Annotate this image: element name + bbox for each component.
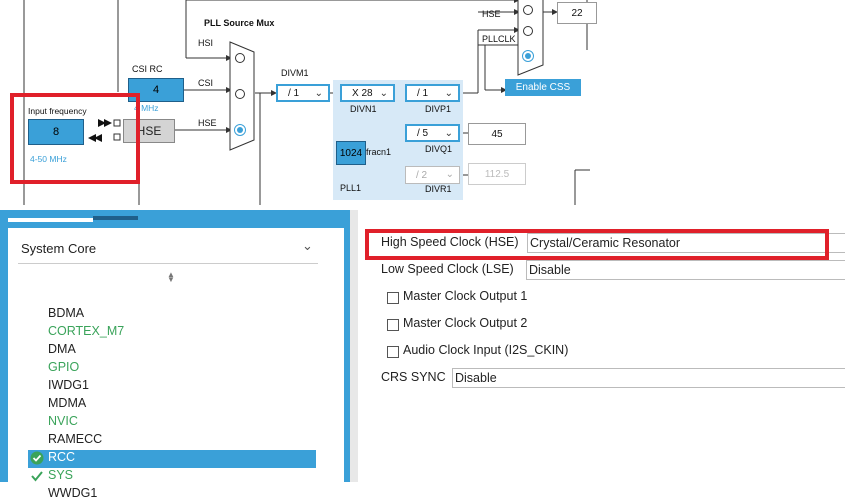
crs-sync-select[interactable]: Disable bbox=[452, 368, 845, 388]
chevron-down-icon: ⌄ bbox=[314, 88, 323, 99]
csi-mhz-label: 4 MHz bbox=[134, 103, 159, 113]
highlight-frame-hse bbox=[365, 229, 829, 260]
pll-source-mux-label: PLL Source Mux bbox=[204, 18, 275, 28]
scrollbar-track[interactable] bbox=[336, 228, 344, 482]
peripheral-item-ramecc[interactable]: RAMECC bbox=[48, 432, 103, 446]
divn1-value: X 28 bbox=[352, 87, 373, 99]
divq1-select[interactable]: / 5 ⌄ bbox=[405, 124, 460, 142]
input-frequency-label: Input frequency bbox=[28, 106, 87, 116]
panel-tab-marker bbox=[93, 216, 138, 220]
mco1-checkbox[interactable] bbox=[387, 292, 399, 304]
sysclk-mux-pllclk-label: PLLCLK bbox=[482, 34, 516, 44]
divq1-label: DIVQ1 bbox=[425, 144, 453, 154]
rcc-mode-panel: High Speed Clock (HSE) Crystal/Ceramic R… bbox=[358, 210, 845, 482]
divr1-select[interactable]: / 2 ⌄ bbox=[405, 166, 460, 184]
clock-configuration-diagram: HSE PLLCLK 22 Enable CSS PLL Source Mux … bbox=[0, 0, 845, 210]
i2s-ckin-label: Audio Clock Input (I2S_CKIN) bbox=[403, 343, 569, 357]
category-title: System Core bbox=[21, 241, 97, 256]
category-divider bbox=[18, 263, 318, 264]
peripheral-item-gpio[interactable]: GPIO bbox=[48, 360, 80, 374]
divr1-output: 112.5 bbox=[468, 163, 526, 185]
chevron-down-icon: ⌄ bbox=[444, 88, 453, 99]
fracn1-label: fracn1 bbox=[366, 147, 392, 157]
peripheral-item-mdma[interactable]: MDMA bbox=[48, 396, 87, 410]
enable-css-button[interactable]: Enable CSS bbox=[505, 79, 581, 96]
chevron-down-icon: ⌄ bbox=[445, 169, 454, 180]
sysclk-mux-hse-label: HSE bbox=[482, 9, 501, 19]
peripheral-item-rcc[interactable]: RCC bbox=[48, 450, 76, 464]
pll1-label: PLL1 bbox=[340, 183, 362, 193]
divm1-label: DIVM1 bbox=[281, 68, 309, 78]
highlight-frame-input-frequency bbox=[10, 93, 140, 184]
sort-icon[interactable]: ▲▼ bbox=[167, 270, 175, 284]
peripheral-item-sys[interactable]: SYS bbox=[48, 468, 74, 482]
hse-mode-label: High Speed Clock (HSE) bbox=[381, 235, 519, 249]
mco2-checkbox[interactable] bbox=[387, 319, 399, 331]
peripheral-item-bdma[interactable]: BDMA bbox=[48, 306, 85, 320]
divq1-output: 45 bbox=[468, 123, 526, 145]
check-icon bbox=[30, 469, 44, 483]
lse-mode-select[interactable]: Disable bbox=[526, 260, 845, 280]
hse-mode-select[interactable]: Crystal/Ceramic Resonator bbox=[527, 233, 845, 253]
peripheral-item-wwdg1[interactable]: WWDG1 bbox=[48, 486, 98, 500]
peripheral-item-cortex_m7[interactable]: CORTEX_M7 bbox=[48, 324, 125, 338]
crs-sync-label: CRS SYNC bbox=[381, 370, 446, 384]
divm1-select[interactable]: / 1 ⌄ bbox=[276, 84, 330, 102]
selected-row-highlight bbox=[28, 450, 316, 468]
sysclk-value: 22 bbox=[557, 2, 597, 24]
i2s-ckin-checkbox[interactable] bbox=[387, 346, 399, 358]
csi-rc-label: CSI RC bbox=[132, 64, 163, 74]
chevron-down-icon: ⌄ bbox=[444, 128, 453, 139]
divr1-label: DIVR1 bbox=[425, 184, 452, 194]
csi-label: CSI bbox=[198, 78, 214, 88]
panel-tab-notch bbox=[8, 218, 93, 222]
chevron-down-icon: ⌄ bbox=[379, 88, 388, 99]
peripheral-item-dma[interactable]: DMA bbox=[48, 342, 76, 356]
diagram-wires bbox=[23, 0, 590, 205]
divp1-label: DIVP1 bbox=[425, 104, 452, 114]
input-frequency-field[interactable]: 8 bbox=[28, 119, 84, 145]
divp1-value: / 1 bbox=[417, 87, 429, 99]
mco1-label: Master Clock Output 1 bbox=[403, 289, 528, 303]
peripheral-item-nvic[interactable]: NVIC bbox=[48, 414, 78, 428]
peripheral-item-iwdg1[interactable]: IWDG1 bbox=[48, 378, 89, 392]
divp1-select[interactable]: / 1 ⌄ bbox=[405, 84, 460, 102]
check-icon bbox=[30, 451, 44, 465]
hse-label: HSE bbox=[198, 118, 217, 128]
mco2-label: Master Clock Output 2 bbox=[403, 316, 528, 330]
divn1-select[interactable]: X 28 ⌄ bbox=[340, 84, 395, 102]
divm1-value: / 1 bbox=[288, 87, 300, 99]
divr1-value: / 2 bbox=[416, 169, 428, 181]
input-frequency-range: 4-50 MHz bbox=[30, 154, 67, 164]
divq1-value: / 5 bbox=[417, 127, 429, 139]
fracn1-field[interactable]: 1024 bbox=[336, 141, 366, 165]
panel-splitter[interactable] bbox=[350, 210, 358, 482]
chevron-down-icon[interactable]: ⌄ bbox=[302, 238, 313, 253]
hsi-label: HSI bbox=[198, 38, 214, 48]
lse-mode-label: Low Speed Clock (LSE) bbox=[381, 262, 514, 276]
divn1-label: DIVN1 bbox=[350, 104, 377, 114]
hse-oscillator-block[interactable]: HSE bbox=[123, 119, 175, 143]
